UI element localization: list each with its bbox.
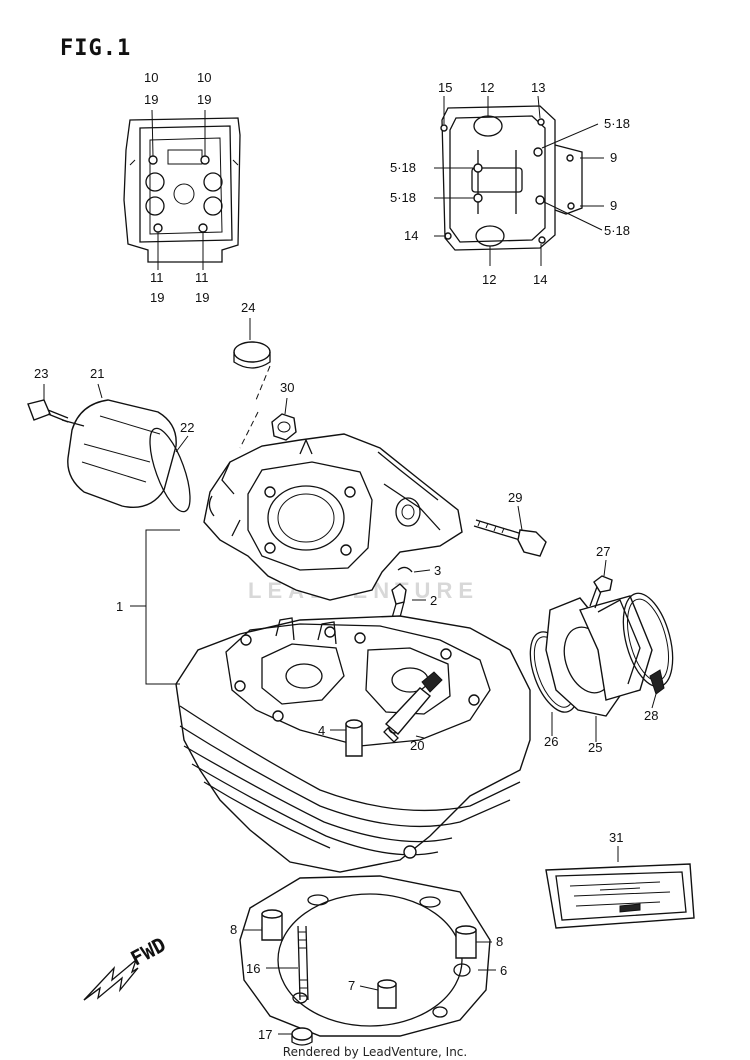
head-top-view-inset xyxy=(123,109,241,270)
callout-9b: 9 xyxy=(610,198,617,213)
head-cover-inset xyxy=(434,95,604,266)
callout-4: 4 xyxy=(318,723,325,738)
callout-19c: 19 xyxy=(150,290,164,305)
part-30-nut xyxy=(239,397,297,449)
callout-14b: 14 xyxy=(533,272,547,287)
callout-14a: 14 xyxy=(404,228,418,243)
callout-21: 21 xyxy=(90,366,104,381)
callout-24: 24 xyxy=(241,300,255,315)
fwd-label: FWD xyxy=(127,932,170,970)
cylinder-gasket xyxy=(239,875,496,1046)
callout-518c: 5·18 xyxy=(390,190,416,205)
callout-11b: 11 xyxy=(195,270,209,285)
callout-15: 15 xyxy=(438,80,452,95)
callout-518d: 5·18 xyxy=(604,223,630,238)
callout-13: 13 xyxy=(531,80,545,95)
cylinder-head xyxy=(130,529,531,873)
callout-23: 23 xyxy=(34,366,48,381)
callout-1: 1 xyxy=(116,599,123,614)
callout-11a: 11 xyxy=(150,270,164,285)
callout-29: 29 xyxy=(508,490,522,505)
cam-housing xyxy=(203,433,547,601)
callout-518a: 5·18 xyxy=(604,116,630,131)
callout-19b: 19 xyxy=(197,92,211,107)
callout-7: 7 xyxy=(348,978,355,993)
part-21-tappet-cover xyxy=(27,383,191,513)
part-31-label xyxy=(545,846,695,929)
callout-19a: 19 xyxy=(144,92,158,107)
callout-26: 26 xyxy=(544,734,558,749)
callout-8b: 8 xyxy=(496,934,503,949)
fwd-direction-arrow xyxy=(83,958,139,1001)
callout-27: 27 xyxy=(596,544,610,559)
callout-10b: 10 xyxy=(197,70,211,85)
figure-title: FIG.1 xyxy=(60,36,132,61)
callout-2: 2 xyxy=(430,593,437,608)
callout-30: 30 xyxy=(280,380,294,395)
callout-22: 22 xyxy=(180,420,194,435)
callout-10a: 10 xyxy=(144,70,158,85)
callout-6: 6 xyxy=(500,963,507,978)
callout-17: 17 xyxy=(258,1027,272,1042)
callout-31: 31 xyxy=(609,830,623,845)
callout-20: 20 xyxy=(410,738,424,753)
callout-28: 28 xyxy=(644,708,658,723)
callout-12a: 12 xyxy=(480,80,494,95)
callout-518b: 5·18 xyxy=(390,160,416,175)
callout-16: 16 xyxy=(246,961,260,976)
intake-pipe-assembly xyxy=(529,559,674,742)
callout-25: 25 xyxy=(588,740,602,755)
callout-12b: 12 xyxy=(482,272,496,287)
callout-9a: 9 xyxy=(610,150,617,165)
callout-3: 3 xyxy=(434,563,441,578)
callout-8a: 8 xyxy=(230,922,237,937)
footer-credit: Rendered by LeadVenture, Inc. xyxy=(282,1045,468,1059)
part-24-cap xyxy=(233,318,271,401)
callout-19d: 19 xyxy=(195,290,209,305)
